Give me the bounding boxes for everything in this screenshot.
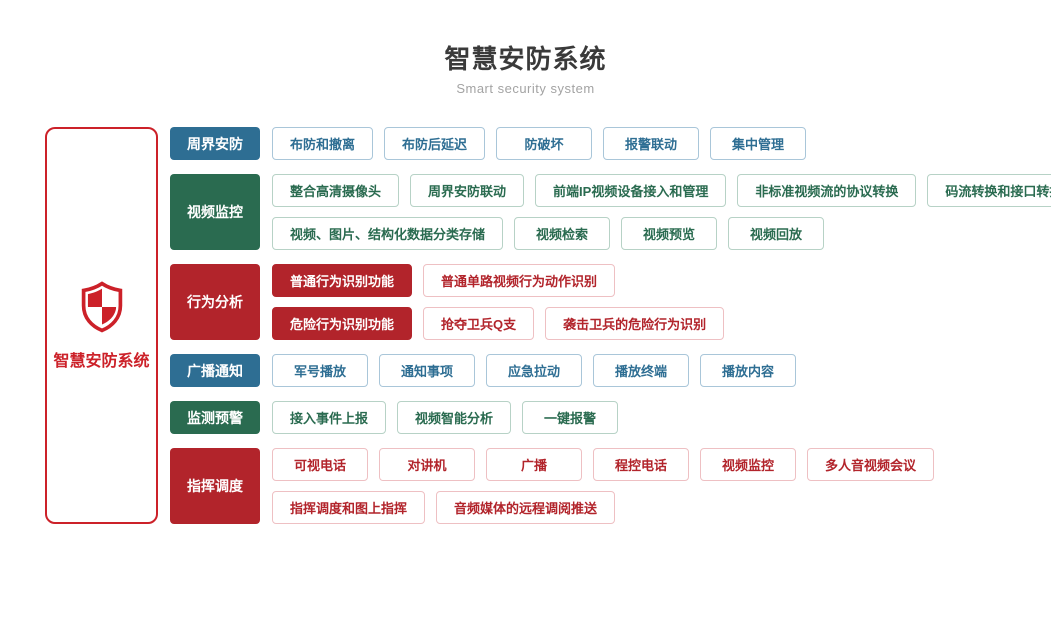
page-header: 智慧安防系统 Smart security system bbox=[0, 46, 1051, 96]
feature-line: 整合高清摄像头周界安防联动前端IP视频设备接入和管理非标准视频流的协议转换码流转… bbox=[272, 174, 1051, 207]
feature-item: 布防后延迟 bbox=[384, 127, 486, 160]
category-box: 监测预警 bbox=[170, 401, 260, 434]
feature-item: 非标准视频流的协议转换 bbox=[737, 174, 917, 207]
feature-line: 军号播放通知事项应急拉动播放终端播放内容 bbox=[272, 354, 796, 387]
feature-row: 监测预警 接入事件上报视频智能分析一键报警 bbox=[170, 401, 1051, 434]
feature-item: 指挥调度和图上指挥 bbox=[272, 491, 426, 524]
feature-item: 抢夺卫兵Q支 bbox=[423, 307, 535, 340]
feature-lines: 布防和撤离布防后延迟防破坏报警联动集中管理 bbox=[272, 127, 807, 160]
feature-item: 袭击卫兵的危险行为识别 bbox=[545, 307, 725, 340]
feature-line: 危险行为识别功能抢夺卫兵Q支袭击卫兵的危险行为识别 bbox=[272, 307, 725, 340]
feature-lines: 普通行为识别功能普通单路视频行为动作识别危险行为识别功能抢夺卫兵Q支袭击卫兵的危… bbox=[272, 264, 725, 340]
page-title: 智慧安防系统 bbox=[444, 44, 607, 74]
feature-line: 可视电话对讲机广播程控电话视频监控多人音视频会议 bbox=[272, 448, 935, 481]
feature-item: 播放终端 bbox=[593, 354, 689, 387]
feature-line: 布防和撤离布防后延迟防破坏报警联动集中管理 bbox=[272, 127, 807, 160]
category-box: 行为分析 bbox=[170, 264, 260, 340]
feature-line: 普通行为识别功能普通单路视频行为动作识别 bbox=[272, 264, 724, 297]
feature-item: 普通单路视频行为动作识别 bbox=[423, 264, 616, 297]
page-subtitle: Smart security system bbox=[456, 81, 595, 96]
diagram: 智慧安防系统 周界安防 布防和撤离布防后延迟防破坏报警联动集中管理 视频监控 整… bbox=[45, 127, 1051, 524]
feature-item: 视频回放 bbox=[728, 217, 825, 250]
feature-row: 视频监控 整合高清摄像头周界安防联动前端IP视频设备接入和管理非标准视频流的协议… bbox=[170, 174, 1051, 250]
feature-row: 广播通知 军号播放通知事项应急拉动播放终端播放内容 bbox=[170, 354, 1051, 387]
feature-item: 应急拉动 bbox=[486, 354, 582, 387]
feature-item: 接入事件上报 bbox=[272, 401, 387, 434]
feature-item: 集中管理 bbox=[710, 127, 807, 160]
feature-item: 视频预览 bbox=[621, 217, 718, 250]
feature-lines: 整合高清摄像头周界安防联动前端IP视频设备接入和管理非标准视频流的协议转换码流转… bbox=[272, 174, 1051, 250]
feature-item: 通知事项 bbox=[379, 354, 475, 387]
feature-item: 对讲机 bbox=[379, 448, 475, 481]
feature-lines: 可视电话对讲机广播程控电话视频监控多人音视频会议指挥调度和图上指挥音频媒体的远程… bbox=[272, 448, 935, 524]
feature-item: 多人音视频会议 bbox=[807, 448, 935, 481]
feature-row: 周界安防 布防和撤离布防后延迟防破坏报警联动集中管理 bbox=[170, 127, 1051, 160]
feature-item: 防破坏 bbox=[496, 127, 593, 160]
feature-lines: 接入事件上报视频智能分析一键报警 bbox=[272, 401, 619, 434]
category-box: 视频监控 bbox=[170, 174, 260, 250]
feature-item: 布防和撤离 bbox=[272, 127, 374, 160]
feature-item: 危险行为识别功能 bbox=[272, 307, 413, 340]
feature-item: 一键报警 bbox=[522, 401, 619, 434]
feature-row: 指挥调度 可视电话对讲机广播程控电话视频监控多人音视频会议指挥调度和图上指挥音频… bbox=[170, 448, 1051, 524]
feature-lines: 军号播放通知事项应急拉动播放终端播放内容 bbox=[272, 354, 796, 387]
feature-line: 视频、图片、结构化数据分类存储视频检索视频预览视频回放 bbox=[272, 217, 1051, 250]
root-node: 智慧安防系统 bbox=[45, 127, 158, 524]
feature-item: 视频、图片、结构化数据分类存储 bbox=[272, 217, 504, 250]
feature-line: 指挥调度和图上指挥音频媒体的远程调阅推送 bbox=[272, 491, 934, 524]
feature-item: 前端IP视频设备接入和管理 bbox=[535, 174, 727, 207]
category-box: 周界安防 bbox=[170, 127, 260, 160]
feature-item: 报警联动 bbox=[603, 127, 700, 160]
feature-line: 接入事件上报视频智能分析一键报警 bbox=[272, 401, 619, 434]
feature-item: 可视电话 bbox=[272, 448, 368, 481]
category-box: 广播通知 bbox=[170, 354, 260, 387]
feature-item: 音频媒体的远程调阅推送 bbox=[436, 491, 616, 524]
feature-item: 广播 bbox=[486, 448, 582, 481]
category-box: 指挥调度 bbox=[170, 448, 260, 524]
feature-item: 播放内容 bbox=[700, 354, 796, 387]
feature-item: 视频智能分析 bbox=[397, 401, 512, 434]
feature-item: 整合高清摄像头 bbox=[272, 174, 400, 207]
feature-item: 普通行为识别功能 bbox=[272, 264, 413, 297]
feature-item: 码流转换和接口转换 bbox=[927, 174, 1051, 207]
feature-item: 军号播放 bbox=[272, 354, 368, 387]
feature-item: 视频监控 bbox=[700, 448, 796, 481]
feature-item: 程控电话 bbox=[593, 448, 689, 481]
feature-row: 行为分析 普通行为识别功能普通单路视频行为动作识别危险行为识别功能抢夺卫兵Q支袭… bbox=[170, 264, 1051, 340]
category-rows: 周界安防 布防和撤离布防后延迟防破坏报警联动集中管理 视频监控 整合高清摄像头周… bbox=[170, 127, 1051, 524]
root-node-label: 智慧安防系统 bbox=[53, 352, 150, 370]
shield-icon bbox=[79, 280, 125, 333]
feature-item: 视频检索 bbox=[514, 217, 611, 250]
feature-item: 周界安防联动 bbox=[410, 174, 525, 207]
